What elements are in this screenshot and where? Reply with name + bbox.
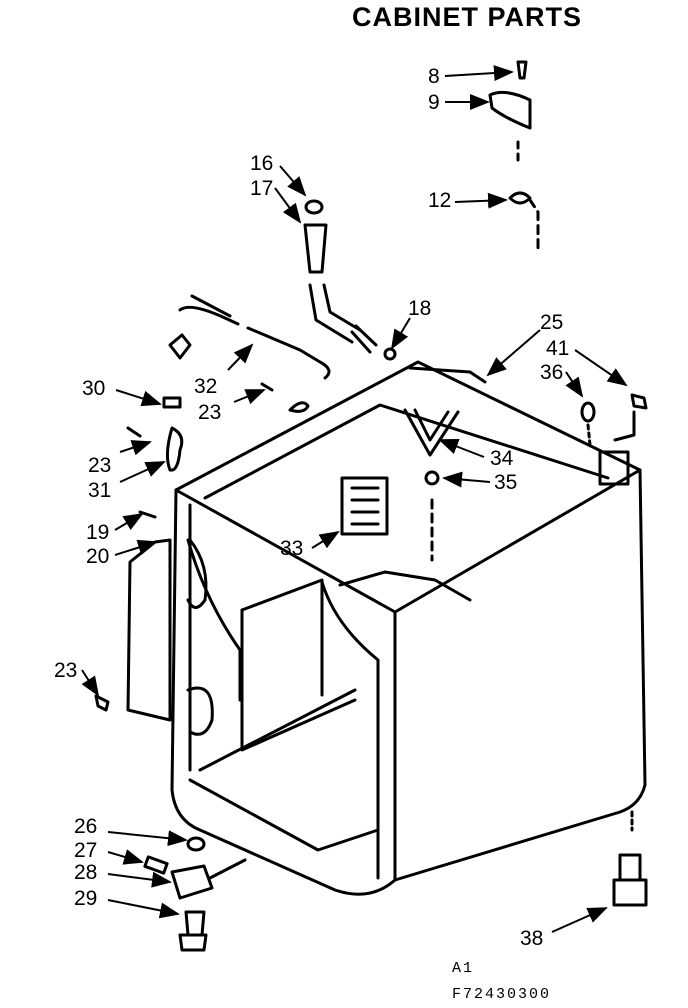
label-33: 33 xyxy=(280,537,304,560)
label-20: 20 xyxy=(86,545,110,568)
panel-part-20 xyxy=(126,538,172,722)
label-26: 26 xyxy=(74,815,98,838)
bracket-part-33 xyxy=(340,476,389,536)
clip-part-41 xyxy=(630,393,648,410)
plug-part-36 xyxy=(580,401,596,423)
clip-part-30 xyxy=(162,396,182,409)
label-29: 29 xyxy=(74,887,98,910)
lid-switch-part-41 xyxy=(598,450,630,486)
washer-part-18 xyxy=(383,347,397,361)
label-23b: 23 xyxy=(88,454,112,477)
label-23c: 23 xyxy=(54,659,78,682)
label-12: 12 xyxy=(428,189,452,212)
clip-part-35 xyxy=(424,470,440,486)
screw-part-8 xyxy=(516,60,528,80)
footer-code-drawing: F72430300 xyxy=(452,986,552,1003)
pin-part-27 xyxy=(143,855,169,875)
hose-part-17 xyxy=(303,223,328,274)
label-19: 19 xyxy=(86,521,110,544)
bracket-part-28 xyxy=(170,864,214,900)
cabinet-body xyxy=(170,360,647,896)
label-35: 35 xyxy=(494,471,518,494)
label-9: 9 xyxy=(428,91,440,114)
brace-part-34 xyxy=(403,408,460,457)
label-31: 31 xyxy=(88,479,112,502)
nut-part-26 xyxy=(186,836,206,852)
label-41: 41 xyxy=(546,337,570,360)
cord-part-32 xyxy=(178,294,240,326)
leg-part-38 xyxy=(612,853,648,907)
label-17: 17 xyxy=(250,177,274,200)
label-16: 16 xyxy=(250,152,274,175)
label-23a: 23 xyxy=(198,401,222,424)
clamp-part-16 xyxy=(304,199,324,215)
label-28: 28 xyxy=(74,861,98,884)
label-36: 36 xyxy=(540,361,564,384)
screw-part-23c xyxy=(94,694,110,712)
label-34: 34 xyxy=(490,447,514,470)
label-38: 38 xyxy=(520,927,544,950)
diagram-title: CABINET PARTS xyxy=(352,2,583,32)
bracket-part-9 xyxy=(488,90,532,130)
label-32: 32 xyxy=(194,375,218,398)
bracket-part-31 xyxy=(165,426,184,472)
label-27: 27 xyxy=(74,839,98,862)
label-18: 18 xyxy=(408,297,432,320)
foot-part-29 xyxy=(178,910,208,952)
footer-code-a1: A1 xyxy=(452,960,475,977)
label-25: 25 xyxy=(540,311,564,334)
label-8: 8 xyxy=(428,65,440,88)
clip-part-12 xyxy=(508,191,532,205)
label-30: 30 xyxy=(82,377,106,400)
